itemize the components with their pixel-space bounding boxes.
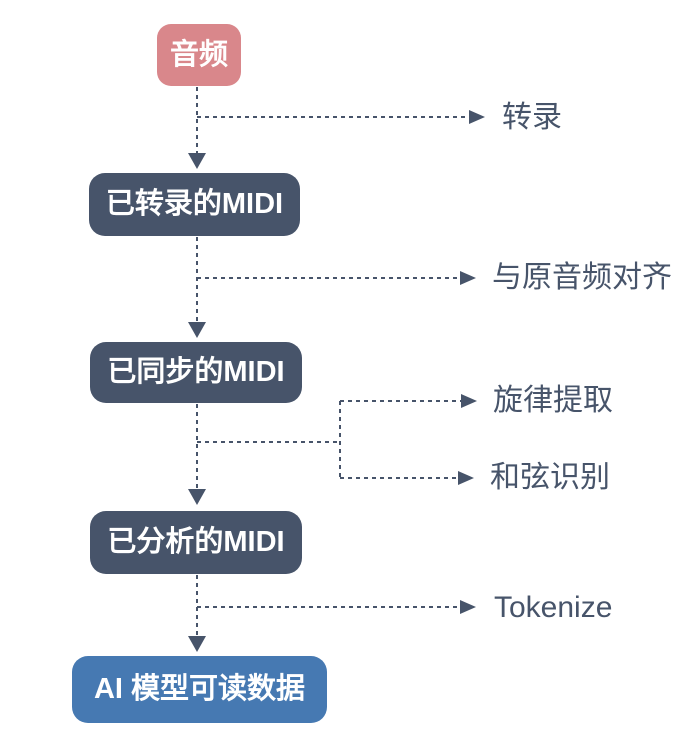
arrow-right-icon	[469, 110, 485, 124]
branch-melody-extraction	[340, 400, 461, 402]
arrow-down-icon	[188, 322, 206, 338]
connector-audio-to-transcribed	[196, 87, 198, 153]
arrow-down-icon	[188, 636, 206, 652]
branch-chord-recognition	[340, 477, 458, 479]
edge-label-tokenize: Tokenize	[494, 591, 613, 624]
node-ai-readable-data: AI 模型可读数据	[72, 656, 327, 723]
edge-label-transcribe: 转录	[502, 101, 562, 134]
connector-transcribed-to-synced	[196, 237, 198, 322]
branch-split-vertical	[339, 401, 341, 479]
node-analyzed-midi: 已分析的MIDI	[90, 511, 302, 574]
edge-label-align: 与原音频对齐	[492, 261, 672, 294]
arrow-down-icon	[188, 489, 206, 505]
branch-split-horizontal	[197, 441, 340, 443]
arrow-right-icon	[458, 471, 474, 485]
edge-label-melody-extraction: 旋律提取	[493, 384, 613, 417]
connector-synced-to-analyzed	[196, 404, 198, 489]
node-synced-midi: 已同步的MIDI	[90, 342, 302, 403]
arrow-right-icon	[461, 394, 477, 408]
arrow-right-icon	[460, 271, 476, 285]
branch-transcribe	[197, 116, 469, 118]
edge-label-chord-recognition: 和弦识别	[490, 461, 610, 494]
connector-analyzed-to-output	[196, 575, 198, 636]
node-audio: 音频	[157, 24, 241, 86]
arrow-right-icon	[460, 600, 476, 614]
node-transcribed-midi: 已转录的MIDI	[89, 173, 300, 236]
branch-tokenize	[197, 606, 460, 608]
arrow-down-icon	[188, 153, 206, 169]
branch-align	[197, 277, 460, 279]
